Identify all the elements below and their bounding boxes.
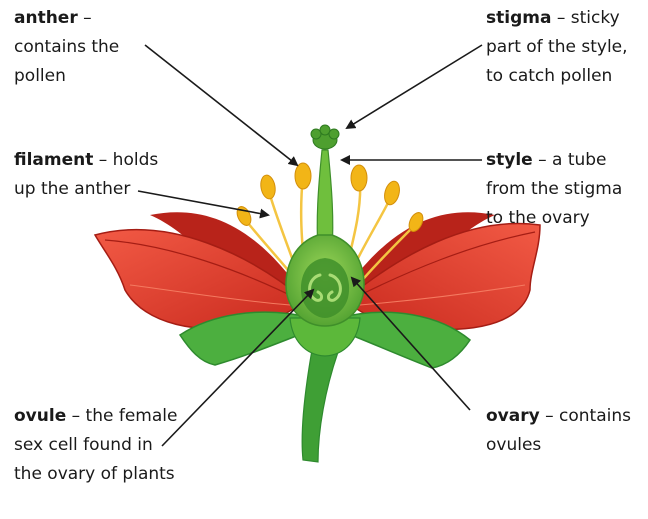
anther-term: anther bbox=[14, 8, 78, 28]
ovule-label: ovule – the female sex cell found in the… bbox=[14, 402, 179, 489]
stigma-head bbox=[311, 125, 339, 149]
ovary-label: ovary – contains ovules bbox=[486, 402, 646, 460]
style-term: style bbox=[486, 150, 533, 170]
stigma-label: stigma – sticky part of the style, to ca… bbox=[486, 4, 636, 91]
stigma-term: stigma bbox=[486, 8, 551, 28]
ovary-term: ovary bbox=[486, 406, 540, 426]
ovule-term: ovule bbox=[14, 406, 66, 426]
pointer-stigma bbox=[347, 45, 482, 128]
pointer-anther bbox=[145, 45, 297, 165]
anther-label: anther – contains the pollen bbox=[14, 4, 164, 91]
filament-label: filament – holds up the anther bbox=[14, 146, 164, 204]
style-label: style – a tube from the stigma to the ov… bbox=[486, 146, 636, 233]
filament-term: filament bbox=[14, 150, 93, 170]
stem bbox=[302, 350, 338, 462]
